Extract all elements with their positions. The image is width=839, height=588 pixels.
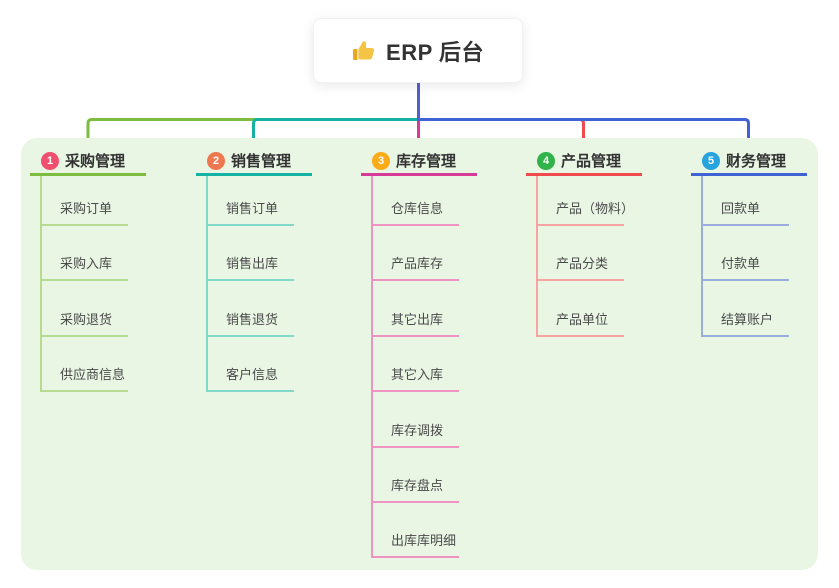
submodule-label: 销售出库 <box>226 256 279 272</box>
submodule-label: 销售退货 <box>226 311 279 327</box>
submodule-label: 产品分类 <box>556 256 609 272</box>
submodule-label: 产品（物料） <box>556 201 635 216</box>
submodule-label: 付款单 <box>721 256 761 272</box>
module-column: 3 库存管理仓库信息产品库存其它出库其它入库库存调拨库存盘点出库库明细 <box>361 148 477 559</box>
module-header[interactable]: 1 采购管理 <box>30 148 146 176</box>
module-header[interactable]: 5 财务管理 <box>691 148 807 176</box>
submodule-item[interactable]: 结算账户 <box>703 281 789 337</box>
module-column: 2 销售管理销售订单销售出库销售退货客户信息 <box>196 148 312 393</box>
submodule-label: 库存调拨 <box>391 422 444 438</box>
submodule-item[interactable]: 产品分类 <box>538 226 624 282</box>
module-title: 采购管理 <box>65 153 126 170</box>
submodule-list: 采购订单采购入库采购退货供应商信息 <box>40 176 128 393</box>
modules-panel <box>21 138 818 570</box>
module-column: 1 采购管理采购订单采购入库采购退货供应商信息 <box>30 148 146 393</box>
submodule-label: 客户信息 <box>226 367 279 383</box>
submodule-label: 采购入库 <box>60 256 113 272</box>
module-title: 库存管理 <box>396 153 457 170</box>
submodule-label: 销售订单 <box>226 201 279 216</box>
submodule-label: 产品单位 <box>556 311 609 327</box>
number-badge: 3 <box>372 151 390 170</box>
submodule-item[interactable]: 客户信息 <box>208 337 294 393</box>
module-header[interactable]: 3 库存管理 <box>361 148 477 176</box>
number-badge: 5 <box>702 151 720 170</box>
submodule-label: 回款单 <box>721 201 761 216</box>
number-badge: 1 <box>41 151 59 170</box>
submodule-label: 仓库信息 <box>391 201 444 216</box>
module-title: 销售管理 <box>231 153 292 170</box>
submodule-item[interactable]: 销售订单 <box>208 176 294 226</box>
submodule-item[interactable]: 其它出库 <box>373 281 459 337</box>
submodule-label: 产品库存 <box>391 256 444 272</box>
submodule-item[interactable]: 仓库信息 <box>373 176 459 226</box>
module-column: 4 产品管理产品（物料） 产品分类产品单位 <box>526 148 642 337</box>
module-title: 财务管理 <box>726 153 787 170</box>
submodule-item[interactable]: 销售出库 <box>208 226 294 282</box>
submodule-label: 其它入库 <box>391 367 444 383</box>
submodule-label: 采购退货 <box>60 311 113 327</box>
module-header[interactable]: 2 销售管理 <box>196 148 312 176</box>
submodule-label: 库存盘点 <box>391 477 444 493</box>
submodule-list: 销售订单销售出库销售退货客户信息 <box>206 176 294 393</box>
submodule-list: 回款单付款单结算账户 <box>701 176 789 337</box>
submodule-item[interactable]: 采购退货 <box>42 281 128 337</box>
submodule-item[interactable]: 采购订单 <box>42 176 128 226</box>
submodule-item[interactable]: 产品库存 <box>373 226 459 282</box>
root-node[interactable]: ERP 后台 <box>313 18 523 83</box>
module-column: 5 财务管理回款单付款单结算账户 <box>691 148 807 337</box>
submodule-item[interactable]: 出库库明细 <box>373 503 459 559</box>
submodule-label: 结算账户 <box>721 311 774 327</box>
number-badge: 4 <box>537 151 555 170</box>
submodule-item[interactable]: 产品（物料） <box>538 176 634 226</box>
module-title: 产品管理 <box>561 153 622 170</box>
submodule-item[interactable]: 回款单 <box>703 176 789 226</box>
submodule-label: 采购订单 <box>60 201 113 216</box>
submodule-item[interactable]: 库存盘点 <box>373 448 459 503</box>
submodule-item[interactable]: 供应商信息 <box>42 337 128 393</box>
submodule-item[interactable]: 付款单 <box>703 226 789 282</box>
submodule-label: 供应商信息 <box>60 367 126 383</box>
submodule-list: 产品（物料） 产品分类产品单位 <box>536 176 634 337</box>
submodule-item[interactable]: 销售退货 <box>208 281 294 337</box>
submodule-label: 出库库明细 <box>391 533 457 549</box>
module-header[interactable]: 4 产品管理 <box>526 148 642 176</box>
thumbs-up-icon <box>352 39 376 63</box>
submodule-item[interactable]: 产品单位 <box>538 281 624 337</box>
submodule-item[interactable]: 其它入库 <box>373 337 459 393</box>
number-badge: 2 <box>207 151 225 170</box>
submodule-item[interactable]: 库存调拨 <box>373 392 459 448</box>
submodule-item[interactable]: 采购入库 <box>42 226 128 282</box>
root-title: ERP 后台 <box>386 39 484 65</box>
submodule-list: 仓库信息产品库存其它出库其它入库库存调拨库存盘点出库库明细 <box>371 176 459 559</box>
submodule-label: 其它出库 <box>391 311 444 327</box>
